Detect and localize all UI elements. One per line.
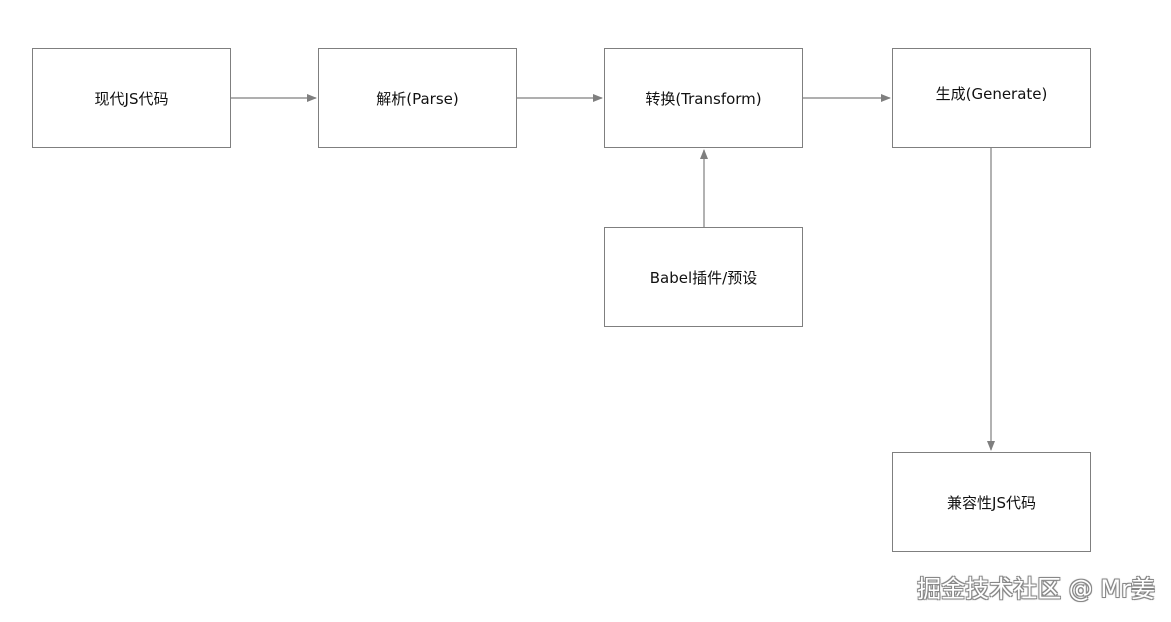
node-generate: 生成(Generate)	[892, 48, 1091, 148]
node-label: 转换(Transform)	[645, 89, 762, 108]
node-label: 兼容性JS代码	[947, 493, 1036, 512]
node-babel-plugins-presets: Babel插件/预设	[604, 227, 803, 327]
node-modern-js-code: 现代JS代码	[32, 48, 231, 148]
node-label: 现代JS代码	[94, 89, 169, 108]
node-label: 解析(Parse)	[376, 89, 459, 108]
node-label: Babel插件/预设	[649, 268, 758, 287]
node-transform: 转换(Transform)	[604, 48, 803, 148]
node-label: 生成(Generate)	[935, 85, 1048, 103]
node-parse: 解析(Parse)	[318, 48, 517, 148]
node-compatible-js-code: 兼容性JS代码	[892, 452, 1091, 552]
watermark: 掘金技术社区 @ Mr姜	[917, 575, 1155, 603]
